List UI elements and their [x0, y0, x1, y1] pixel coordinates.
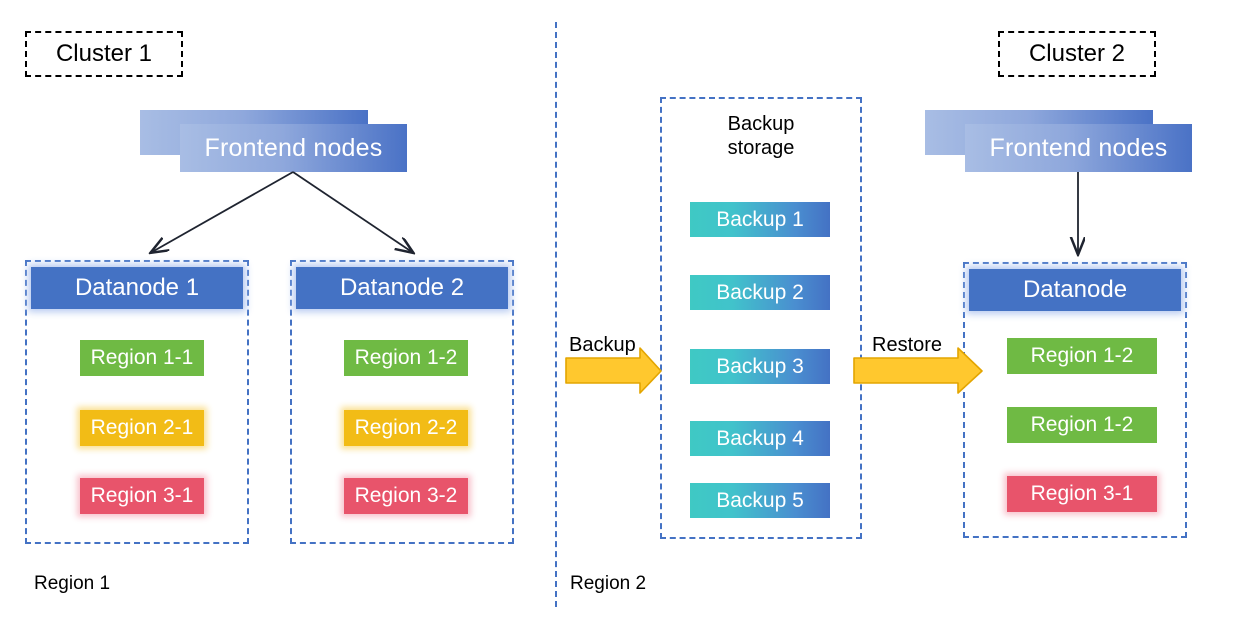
region-chip-2-2[interactable]: Region 2-2: [344, 410, 468, 446]
region-1-footer: Region 1: [34, 573, 111, 594]
datanode-right-title: Datanode: [1022, 276, 1128, 303]
datanode-1-title: Datanode 1: [74, 274, 200, 301]
backup-flow-label: Backup: [569, 334, 636, 356]
datanode-right-header[interactable]: Datanode: [969, 269, 1181, 311]
region-divider: [555, 22, 557, 607]
backup-chip-3-label: Backup 3: [716, 354, 804, 378]
datanode-2-container: [290, 260, 514, 544]
backup-chip-1-label: Backup 1: [716, 207, 804, 231]
datanode-right-container: [963, 262, 1187, 538]
frontend-nodes-left[interactable]: Frontend nodes: [180, 124, 407, 172]
region-chip-3-1-label: Region 3-1: [90, 484, 194, 507]
backup-chip-2-label: Backup 2: [716, 280, 804, 304]
region-chip-right-1[interactable]: Region 1-2: [1007, 338, 1157, 374]
cluster-1-tag-label: Cluster 1: [55, 40, 153, 67]
region-2-footer: Region 2: [570, 573, 647, 594]
region-chip-1-2[interactable]: Region 1-2: [344, 340, 468, 376]
cluster-2-tag: Cluster 2: [998, 31, 1156, 77]
datanode-1-header[interactable]: Datanode 1: [31, 267, 243, 309]
backup-chip-1[interactable]: Backup 1: [690, 202, 830, 237]
region-chip-1-1[interactable]: Region 1-1: [80, 340, 204, 376]
backup-chip-4-label: Backup 4: [716, 426, 804, 450]
cluster-2-tag-label: Cluster 2: [1028, 40, 1126, 67]
backup-chip-5[interactable]: Backup 5: [690, 483, 830, 518]
backup-chip-2[interactable]: Backup 2: [690, 275, 830, 310]
frontend-nodes-right-label: Frontend nodes: [989, 133, 1168, 162]
backup-chip-4[interactable]: Backup 4: [690, 421, 830, 456]
backup-storage-title: Backup storage: [727, 113, 795, 160]
datanode-2-header[interactable]: Datanode 2: [296, 267, 508, 309]
region-chip-2-2-label: Region 2-2: [354, 416, 458, 439]
frontend-nodes-left-label: Frontend nodes: [204, 133, 383, 162]
region-chip-3-2[interactable]: Region 3-2: [344, 478, 468, 514]
region-chip-right-3[interactable]: Region 3-1: [1007, 476, 1157, 512]
region-chip-1-1-label: Region 1-1: [90, 346, 194, 369]
region-chip-right-1-label: Region 1-2: [1030, 344, 1134, 367]
connector-frontend-to-datanode-1: [152, 171, 294, 252]
region-chip-right-3-label: Region 3-1: [1030, 482, 1134, 505]
backup-storage-container: [660, 97, 862, 539]
backup-chip-5-label: Backup 5: [716, 488, 804, 512]
restore-flow-label: Restore: [872, 334, 943, 356]
connector-frontend-to-datanode-2: [292, 171, 412, 252]
region-chip-3-2-label: Region 3-2: [354, 484, 458, 507]
region-chip-2-1-label: Region 2-1: [90, 416, 194, 439]
region-chip-right-2[interactable]: Region 1-2: [1007, 407, 1157, 443]
region-chip-right-2-label: Region 1-2: [1030, 413, 1134, 436]
region-chip-2-1[interactable]: Region 2-1: [80, 410, 204, 446]
datanode-1-container: [25, 260, 249, 544]
backup-chip-3[interactable]: Backup 3: [690, 349, 830, 384]
region-chip-3-1[interactable]: Region 3-1: [80, 478, 204, 514]
frontend-nodes-right[interactable]: Frontend nodes: [965, 124, 1192, 172]
cluster-1-tag: Cluster 1: [25, 31, 183, 77]
datanode-2-title: Datanode 2: [339, 274, 465, 301]
region-chip-1-2-label: Region 1-2: [354, 346, 458, 369]
